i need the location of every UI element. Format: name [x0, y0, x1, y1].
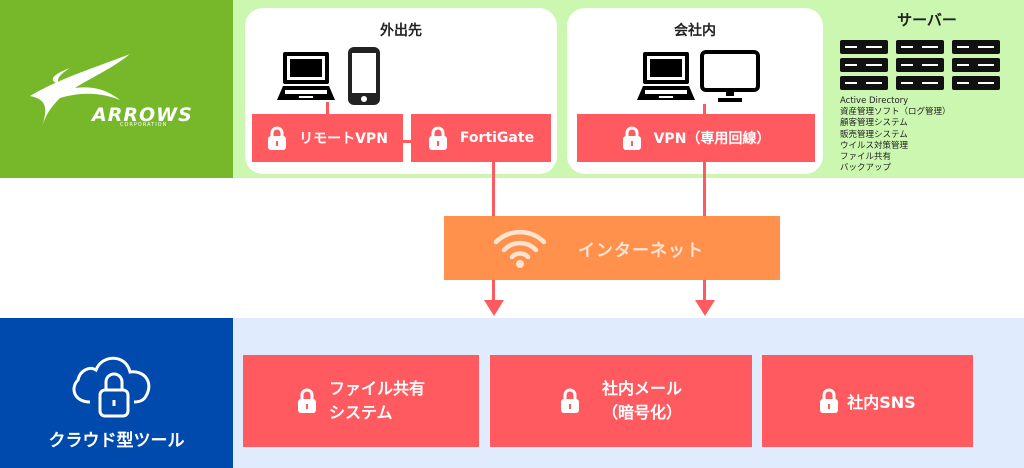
laptop-icon: [637, 52, 695, 100]
server-rack-icon: [840, 40, 1000, 90]
cloud-title: クラウド型ツール: [48, 431, 185, 451]
server-title: サーバー: [897, 11, 957, 29]
server-item: 資産管理ソフト（ログ管理）: [840, 107, 951, 118]
smartphone-icon: [348, 47, 380, 105]
server-block: サーバー Active Directory 資産管理ソフト（ログ管理） 顧客管理…: [830, 0, 1024, 178]
brand-name: ARROWS: [92, 104, 193, 126]
lock-icon: [820, 388, 839, 413]
server-item: ファイル共有: [840, 152, 892, 163]
office-vpn-box: VPN（専用回線）: [577, 114, 815, 162]
lock-icon: [428, 126, 447, 150]
remote-card: 外出先 リモートVPN FortiGate: [245, 8, 557, 174]
arrow-down-icon: [695, 300, 715, 316]
cloud-panel: クラウド型ツール: [0, 318, 233, 468]
server-item: 販売管理システム: [840, 129, 908, 140]
cloud-lock-icon: [72, 356, 151, 418]
lock-icon: [297, 388, 316, 413]
tool-label-line2: システム: [328, 403, 393, 422]
brand-panel: ARROWS CORPORATION: [0, 0, 233, 178]
tool-label-line1: 社内メール: [601, 379, 682, 398]
tool-internal-sns: 社内SNS: [762, 355, 973, 447]
office-vpn-label: VPN（専用回線）: [653, 131, 771, 147]
fortigate-label: FortiGate: [459, 130, 535, 146]
remote-title: 外出先: [380, 23, 422, 39]
remote-vpn-box: リモートVPN: [252, 114, 403, 162]
tool-label-line2: （暗号化）: [601, 403, 682, 422]
server-item: ウイルス対策管理: [840, 140, 909, 151]
internet-box: インターネット: [444, 216, 780, 280]
tool-file-sharing: ファイル共有 システム: [243, 355, 479, 447]
wifi-icon: [493, 229, 547, 268]
connector-line: [703, 104, 706, 114]
server-item: バックアップ: [840, 163, 892, 174]
connector-line: [403, 140, 411, 143]
arrow-down-icon: [484, 300, 504, 316]
office-card: 会社内 VPN（専用回線）: [567, 8, 823, 174]
lock-icon: [268, 126, 287, 150]
server-item: 顧客管理システム: [840, 118, 908, 129]
laptop-icon: [277, 52, 335, 100]
arrows-logo-icon: [30, 54, 130, 128]
server-item: Active Directory: [840, 96, 909, 106]
connector-line: [326, 102, 329, 114]
server-list: Active Directory 資産管理ソフト（ログ管理） 顧客管理システム …: [840, 96, 951, 174]
internet-label: インターネット: [578, 240, 704, 261]
tool-label-line1: ファイル共有: [328, 379, 425, 398]
lock-icon: [560, 388, 579, 413]
lock-icon: [622, 126, 641, 150]
fortigate-box: FortiGate: [411, 114, 551, 162]
tool-label-line1: 社内SNS: [847, 393, 916, 412]
brand-sub: CORPORATION: [120, 122, 168, 128]
remote-vpn-label: リモートVPN: [299, 131, 388, 147]
desktop-monitor-icon: [700, 50, 760, 102]
tool-internal-mail: 社内メール （暗号化）: [490, 355, 752, 447]
office-title: 会社内: [674, 23, 716, 39]
